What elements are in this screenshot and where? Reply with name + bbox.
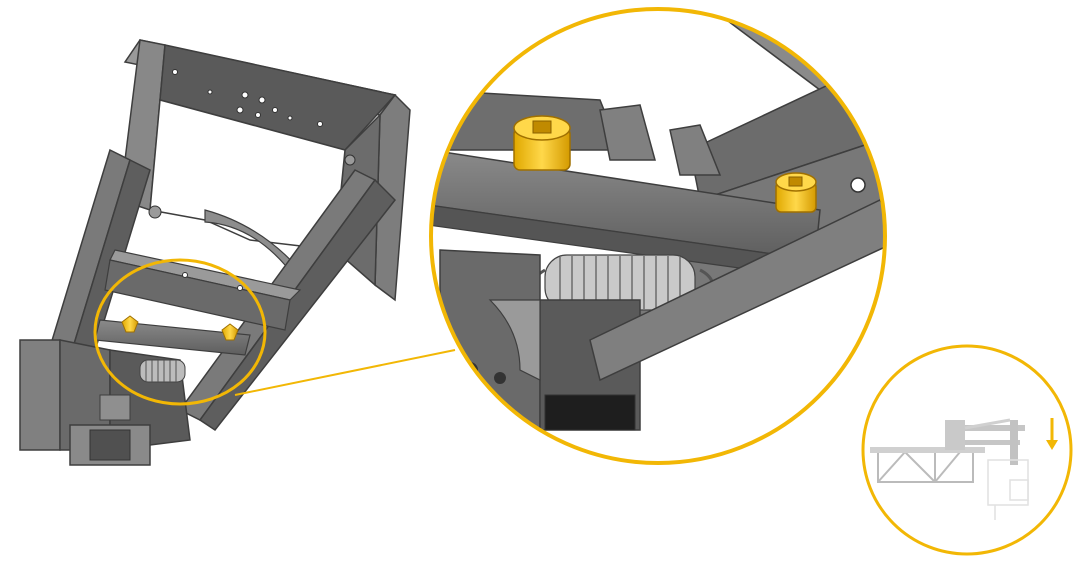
detail-connector-line bbox=[234, 349, 456, 396]
detail-magnified-circle bbox=[429, 7, 887, 465]
side-view-circle bbox=[861, 344, 1073, 556]
screw-small-2 bbox=[221, 323, 239, 341]
detail-highlight-circle bbox=[93, 258, 267, 406]
screw-small-1 bbox=[121, 315, 139, 333]
detail-screw-2 bbox=[775, 172, 817, 213]
detail-view bbox=[429, 7, 887, 465]
side-view-inset bbox=[861, 344, 1073, 556]
arrow-down-icon bbox=[1046, 418, 1058, 450]
main-assembly bbox=[19, 39, 411, 466]
detail-screw-1 bbox=[513, 115, 571, 171]
mounting-holes bbox=[172, 69, 323, 127]
